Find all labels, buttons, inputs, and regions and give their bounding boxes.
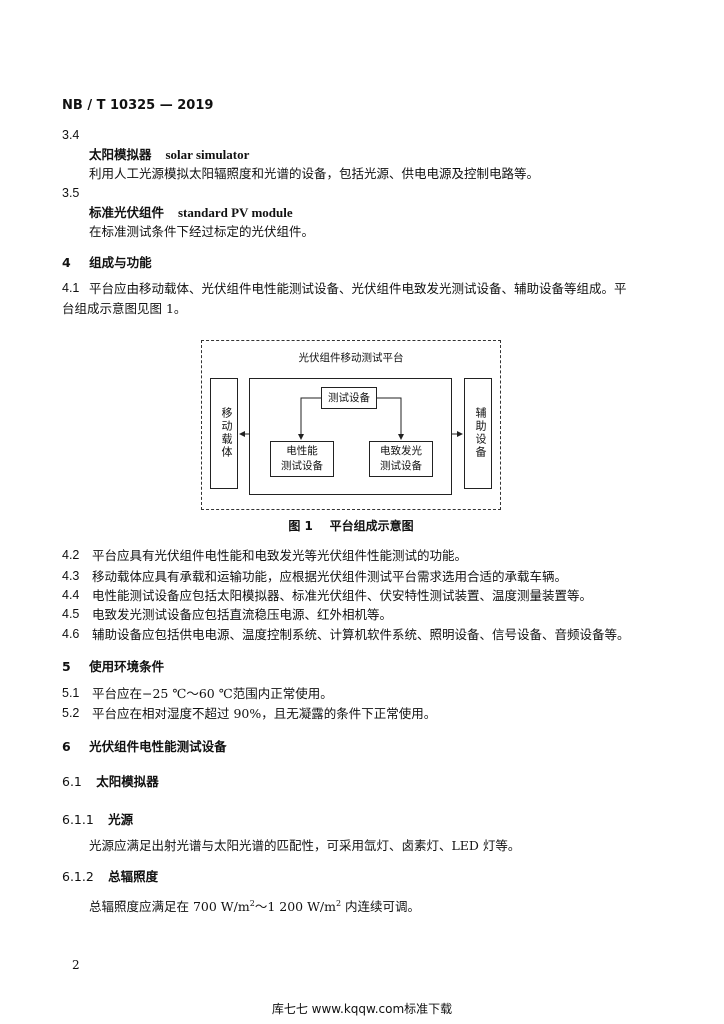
clause-text: 平台应在相对湿度不超过 90%，且无凝露的条件下正常使用。 — [92, 706, 437, 721]
test-equipment-box: 测试设备 — [321, 387, 377, 409]
mobile-carrier-label: 移动载体 — [220, 407, 233, 459]
clause-text-continued: 台组成示意图见图 1。 — [62, 301, 187, 316]
section-title: 组成与功能 — [89, 255, 152, 270]
clause-number: 4.6 — [62, 627, 80, 641]
figure-outer-dashed-frame — [201, 340, 501, 510]
electrical-test-label: 电性能 测试设备 — [281, 445, 323, 472]
section-title: 使用环境条件 — [89, 659, 165, 674]
term-definition: 利用人工光源模拟太阳辐照度和光谱的设备，包括光源、供电电源及控制电路等。 — [89, 166, 540, 181]
page-number: 2 — [72, 958, 80, 972]
figure-caption: 图 1 平台组成示意图 — [288, 519, 414, 533]
superscript: 2 — [249, 899, 255, 908]
clause-number: 3.5 — [62, 186, 80, 200]
test-equipment-label: 测试设备 — [328, 392, 370, 404]
clause-text: 辅助设备应包括供电电源、温度控制系统、计算机软件系统、照明设备、信号设备、音频设… — [92, 627, 630, 642]
clause-text: 光源应满足出射光谱与太阳光谱的匹配性，可采用氙灯、卤素灯、LED 灯等。 — [89, 838, 521, 853]
mobile-carrier-box: 移动载体 — [210, 378, 238, 489]
section-title: 太阳模拟器 — [96, 774, 159, 789]
clause-text: 移动载体应具有承载和运输功能，应根据光伏组件测试平台需求选用合适的承载车辆。 — [92, 569, 568, 584]
section-title: 总辐照度 — [108, 869, 159, 884]
clause-number: 5.1 — [62, 686, 80, 700]
el-test-label: 电致发光 测试设备 — [380, 445, 422, 472]
text-part: 总辐照度应满足在 700 W/m — [89, 899, 250, 915]
clause-text: 平台应在−25 ℃～60 ℃范围内正常使用。 — [92, 686, 333, 701]
text-part: ～1 200 W/m — [254, 899, 336, 915]
document-id: NB / T 10325 — 2019 — [62, 98, 214, 113]
term-cn: 标准光伏组件 — [89, 205, 165, 220]
clause-text: 平台应由移动载体、光伏组件电性能测试设备、光伏组件电致发光测试设备、辅助设备等组… — [89, 281, 627, 296]
auxiliary-equipment-label: 辅助设备 — [474, 407, 487, 459]
subsection-heading-6-1-1: 6.1.1 光源 — [62, 809, 133, 828]
clause-number: 4.4 — [62, 588, 80, 602]
section-number: 6.1.2 — [62, 869, 94, 884]
auxiliary-equipment-box: 辅助设备 — [464, 378, 492, 489]
subsection-heading-6-1: 6.1 太阳模拟器 — [62, 771, 159, 790]
clause-number: 4.2 — [62, 548, 80, 562]
section-title: 光源 — [108, 812, 134, 827]
clause-number: 4.5 — [62, 607, 80, 621]
section-title: 光伏组件电性能测试设备 — [89, 739, 227, 754]
section-number: 6.1 — [62, 774, 82, 789]
term-cn: 太阳模拟器 — [89, 147, 152, 162]
section-number: 5 — [62, 659, 71, 674]
clause-text: 电致发光测试设备应包括直流稳压电源、红外相机等。 — [92, 607, 393, 622]
term-en: solar simulator — [165, 147, 250, 162]
superscript: 2 — [335, 899, 342, 908]
arrow-to-el-test — [377, 397, 404, 440]
section-number: 6 — [62, 739, 71, 754]
el-test-box: 电致发光 测试设备 — [369, 441, 433, 477]
section-heading-4: 4 组成与功能 — [62, 252, 152, 271]
section-heading-5: 5 使用环境条件 — [62, 656, 164, 675]
section-number: 4 — [62, 255, 71, 270]
clause-number: 5.2 — [62, 706, 80, 720]
text-part: 内连续可调。 — [341, 899, 421, 915]
section-heading-6: 6 光伏组件电性能测试设备 — [62, 736, 227, 755]
section-number: 6.1.1 — [62, 812, 94, 827]
clause-number: 4.1 — [62, 281, 80, 295]
electrical-test-box: 电性能 测试设备 — [270, 441, 334, 477]
figure-platform-title: 光伏组件移动测试平台 — [298, 352, 404, 364]
arrow-to-electrical-test — [298, 397, 321, 440]
term-standard-pv-module: 标准光伏组件 standard PV module — [89, 205, 293, 221]
clause-text: 电性能测试设备应包括太阳模拟器、标准光伏组件、伏安特性测试装置、温度测量装置等。 — [92, 588, 593, 603]
term-definition: 在标准测试条件下经过标定的光伏组件。 — [89, 224, 315, 239]
irradiance-text: 总辐照度应满足在 700 W/m2～1 200 W/m2 内连续可调。 — [89, 896, 420, 915]
subsection-heading-6-1-2: 6.1.2 总辐照度 — [62, 866, 158, 885]
term-en: standard PV module — [178, 205, 293, 220]
term-solar-simulator: 太阳模拟器 solar simulator — [89, 147, 249, 163]
clause-number: 3.4 — [62, 128, 80, 142]
clause-text: 平台应具有光伏组件电性能和电致发光等光伏组件性能测试的功能。 — [92, 548, 468, 563]
watermark-footer: 库七七 www.kqqw.com标准下载 — [271, 1002, 453, 1016]
clause-number: 4.3 — [62, 569, 80, 583]
